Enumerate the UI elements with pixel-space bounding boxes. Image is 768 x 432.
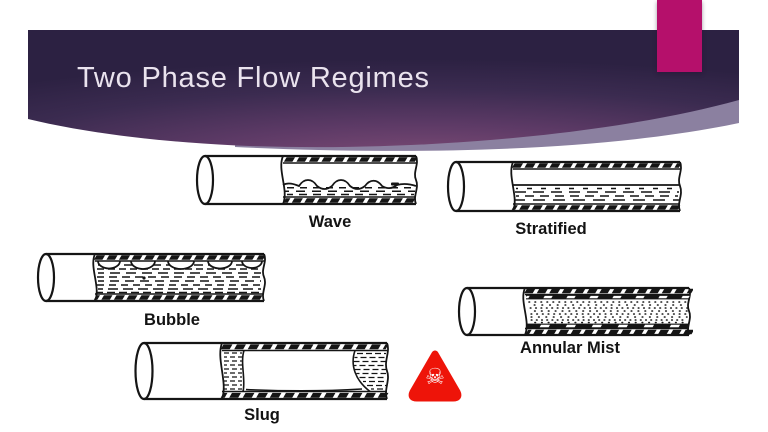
banner-curve bbox=[28, 30, 739, 148]
banner-light-wedge bbox=[235, 96, 739, 151]
stratified-pipe-figure bbox=[446, 160, 682, 213]
annular-mist-label: Annular Mist bbox=[520, 339, 620, 357]
skull-crossbones-icon: ☠ bbox=[425, 364, 445, 390]
stratified-label: Stratified bbox=[515, 220, 587, 238]
slug-label: Slug bbox=[244, 406, 280, 424]
bubble-pipe-figure bbox=[36, 252, 266, 303]
page-title: Two Phase Flow Regimes bbox=[77, 62, 430, 94]
accent-bar bbox=[657, 0, 702, 72]
hazard-triangle-icon bbox=[408, 350, 462, 402]
annular-mist-pipe-figure bbox=[457, 286, 693, 337]
wave-pipe-figure bbox=[195, 154, 418, 206]
bubble-label: Bubble bbox=[144, 311, 200, 329]
wave-label: Wave bbox=[308, 213, 352, 231]
slug-pipe-figure bbox=[134, 341, 389, 401]
header-banner bbox=[28, 30, 739, 151]
